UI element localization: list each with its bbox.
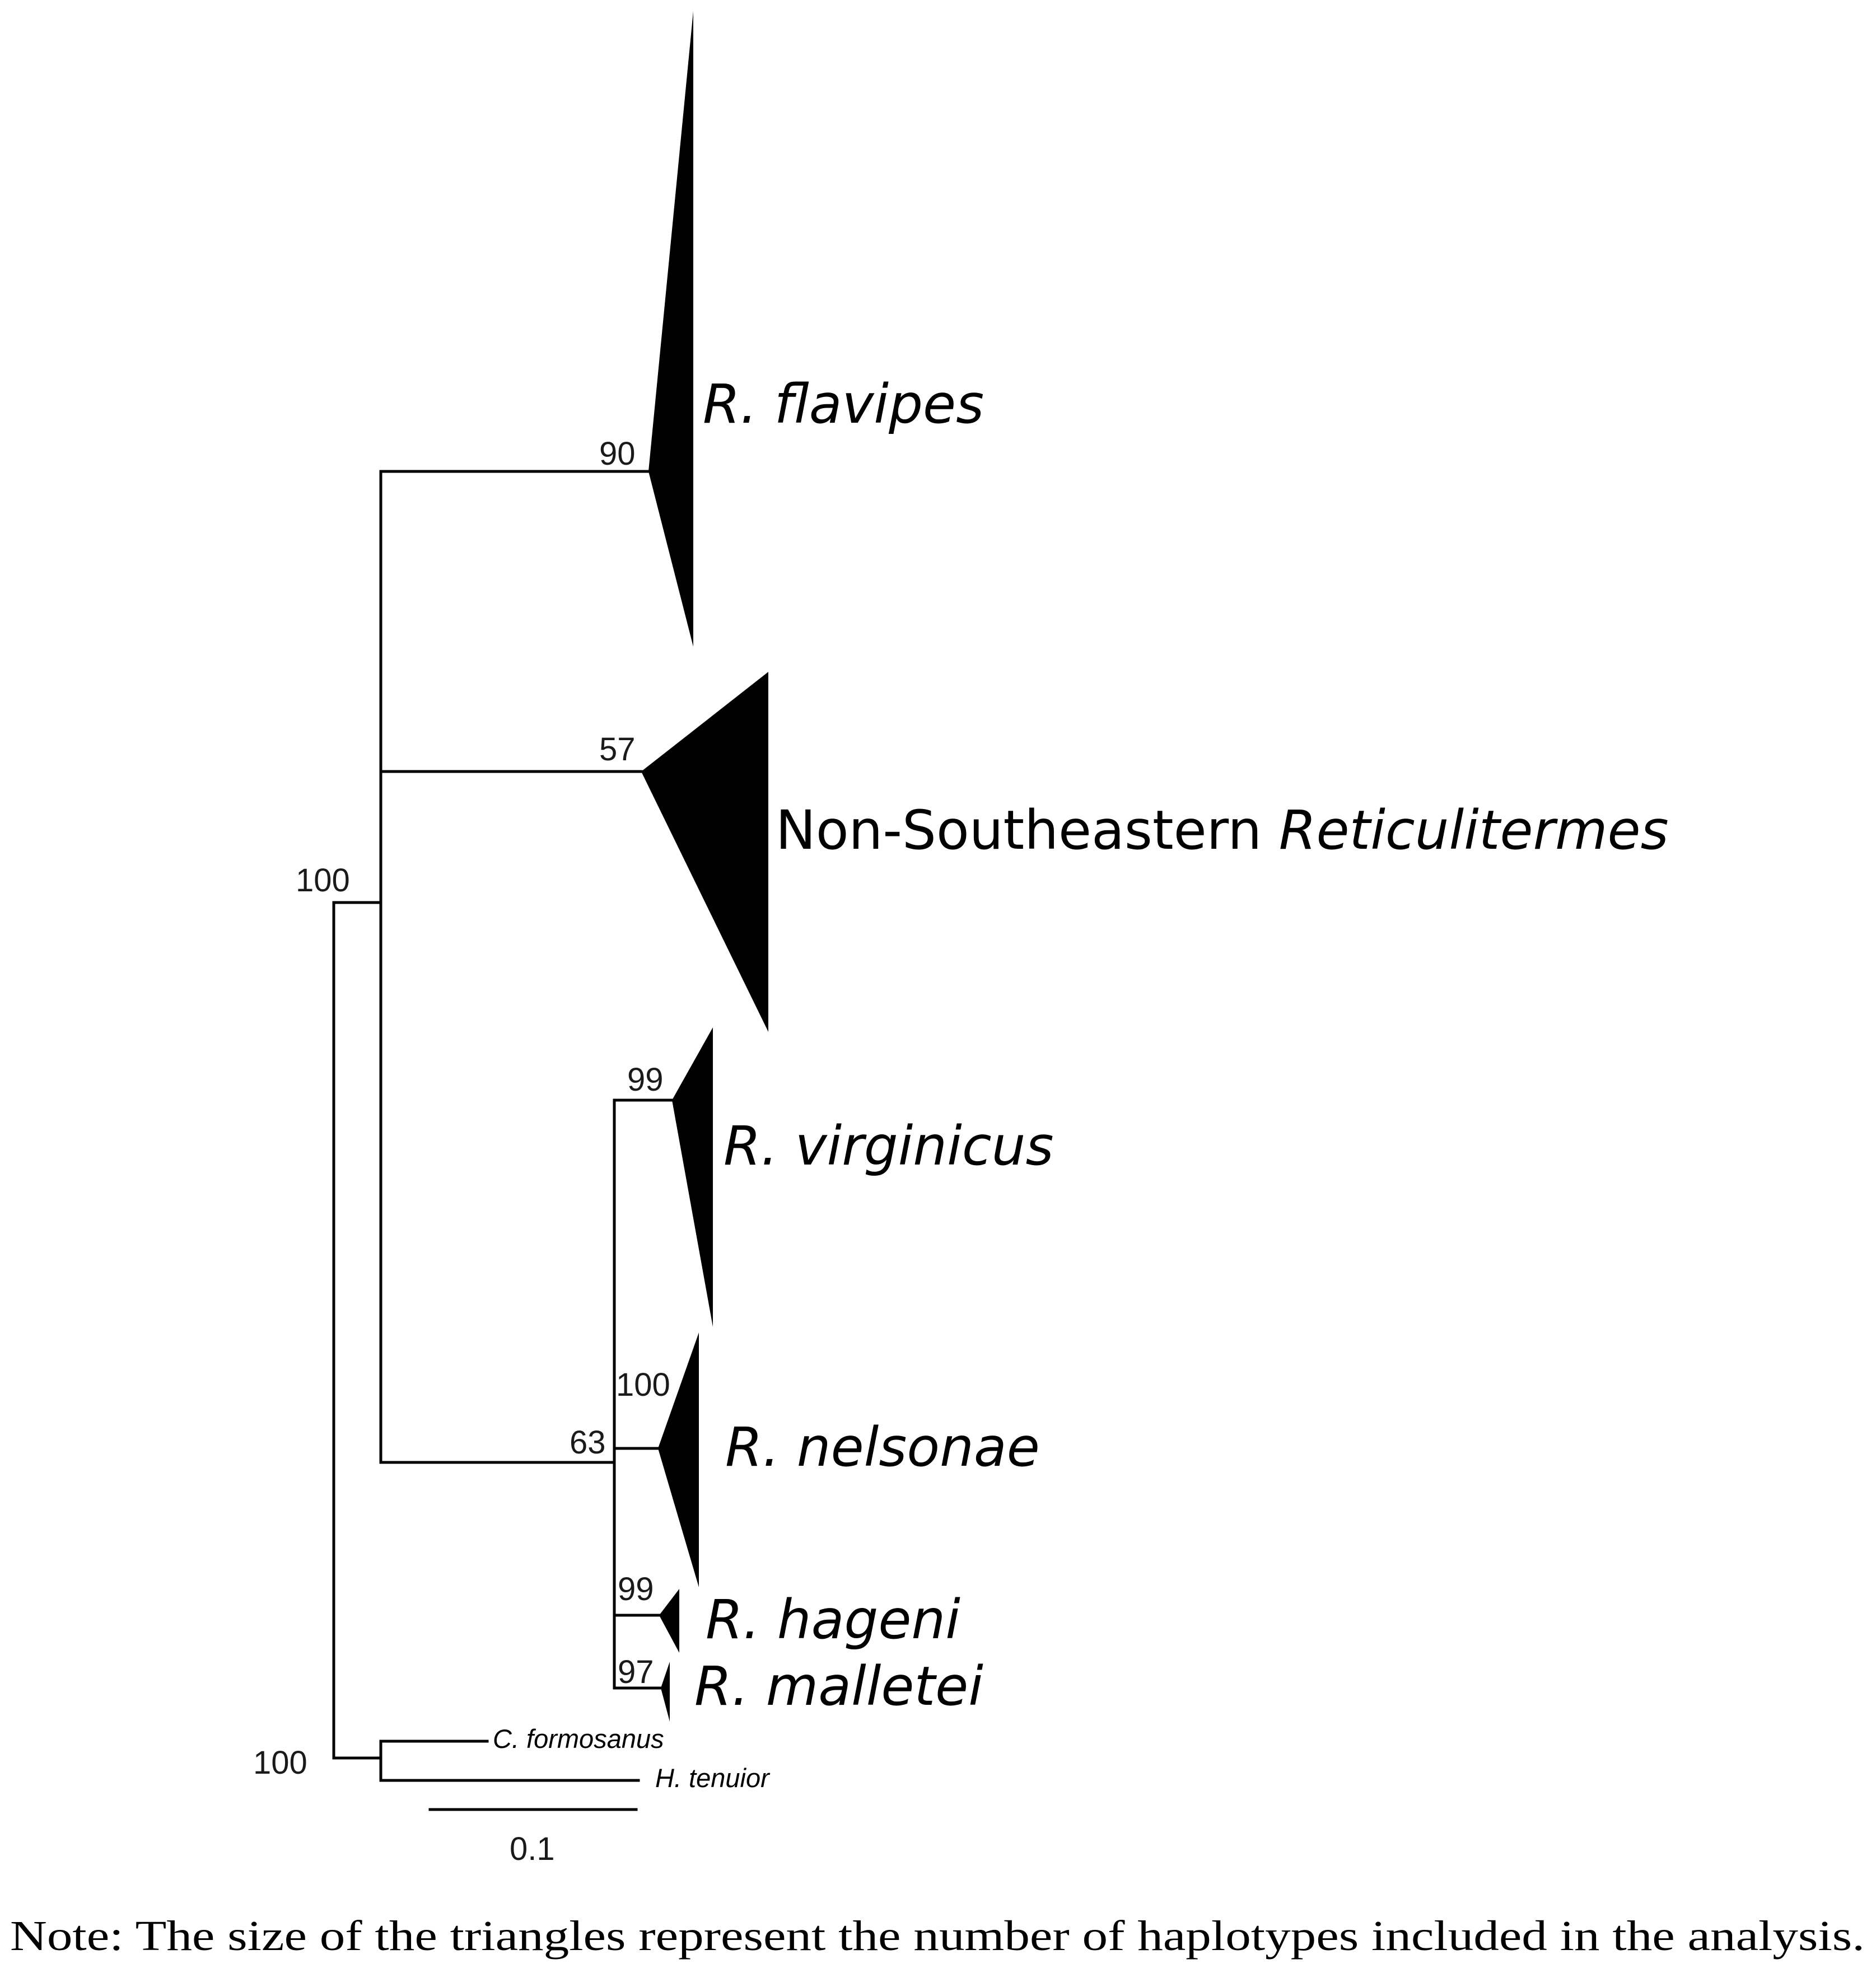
label-nelsonae: R. nelsonae xyxy=(725,1416,1040,1479)
hageni-clade-triangle xyxy=(659,1589,679,1653)
scale-bar-label: 0.1 xyxy=(510,1831,555,1867)
bootstrap-outgroup: 100 xyxy=(253,1745,307,1781)
label-virginicus: R. virginicus xyxy=(724,1115,1053,1177)
figure-note: Note: The size of the triangles represen… xyxy=(10,1913,1865,1960)
label-formosanus: C. formosanus xyxy=(493,1724,664,1754)
label-hageni: R. hageni xyxy=(706,1588,960,1651)
bootstrap-root: 100 xyxy=(296,862,350,899)
label-tenuior: H. tenuior xyxy=(655,1763,771,1793)
malletei-clade-triangle xyxy=(661,1662,670,1722)
bootstrap-nonse: 57 xyxy=(599,731,636,768)
bootstrap-subclade: 63 xyxy=(570,1424,606,1461)
label-nonse-genus: Reticulitermes xyxy=(1279,799,1669,862)
bootstrap-hageni: 99 xyxy=(618,1571,654,1607)
label-malletei: R. malletei xyxy=(694,1655,983,1718)
bootstrap-nelsonae: 100 xyxy=(616,1367,670,1403)
nelsonae-clade-triangle xyxy=(658,1333,699,1587)
virginicus-clade-triangle xyxy=(672,1027,713,1327)
label-flavipes: R. flavipes xyxy=(703,373,984,436)
bootstrap-malletei: 97 xyxy=(618,1654,654,1690)
label-nonse: Non-Southeastern Reticulitermes xyxy=(776,799,1669,862)
bootstrap-virginicus: 99 xyxy=(627,1062,664,1098)
nonse-clade-triangle xyxy=(641,672,768,1032)
bootstrap-flavipes: 90 xyxy=(599,436,636,472)
flavipes-clade-triangle xyxy=(648,11,693,647)
label-nonse-prefix: Non-Southeastern xyxy=(776,799,1279,862)
